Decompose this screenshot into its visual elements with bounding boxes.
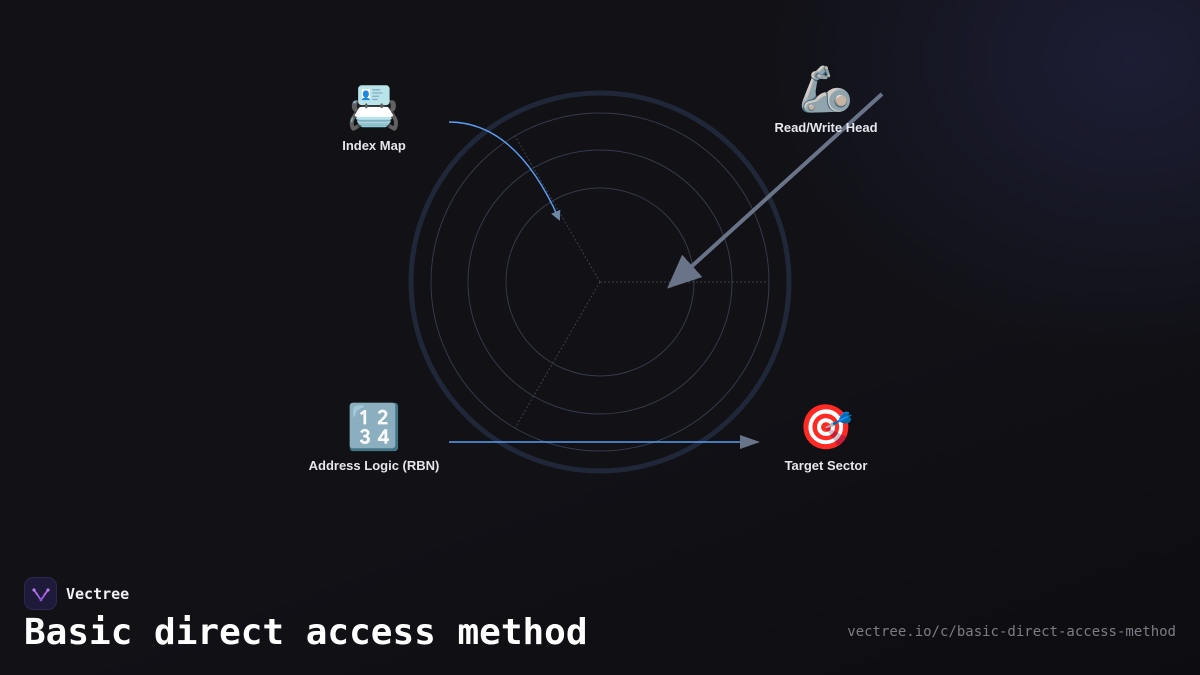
- page-title: Basic direct access method: [24, 612, 588, 653]
- node-label-read-write-head: Read/Write Head: [774, 120, 878, 135]
- edge-index-map-to-disk: [448, 121, 561, 221]
- sector-divider-north-west: [514, 135, 601, 283]
- disk-platter: [408, 90, 792, 474]
- node-label-address-logic: Address Logic (RBN): [308, 458, 440, 473]
- node-label-target-sector: Target Sector: [784, 458, 868, 473]
- node-target-sector: 🎯 Target Sector: [736, 402, 916, 473]
- vectree-logo-mark: [31, 587, 50, 601]
- edge-rw-head-to-disk: [667, 92, 884, 289]
- input-numbers-icon: 🔢: [346, 402, 402, 453]
- page-url[interactable]: vectree.io/c/basic-direct-access-method: [847, 624, 1176, 640]
- brand: Vectree: [24, 577, 129, 610]
- mechanical-arm-icon: 🦾: [798, 64, 854, 115]
- sector-divider-south-west: [514, 281, 601, 429]
- brand-name: Vectree: [66, 584, 130, 603]
- direct-hit-target-icon: 🎯: [798, 402, 854, 453]
- node-read-write-head: 🦾 Read/Write Head: [736, 64, 916, 135]
- card-index-icon: 📇: [346, 82, 402, 133]
- disk-outer-ring: [408, 90, 792, 474]
- node-label-index-map: Index Map: [342, 138, 406, 153]
- node-index-map: 📇 Index Map: [284, 82, 464, 153]
- vectree-logo-icon: [24, 577, 57, 610]
- node-address-logic: 🔢 Address Logic (RBN): [284, 402, 464, 473]
